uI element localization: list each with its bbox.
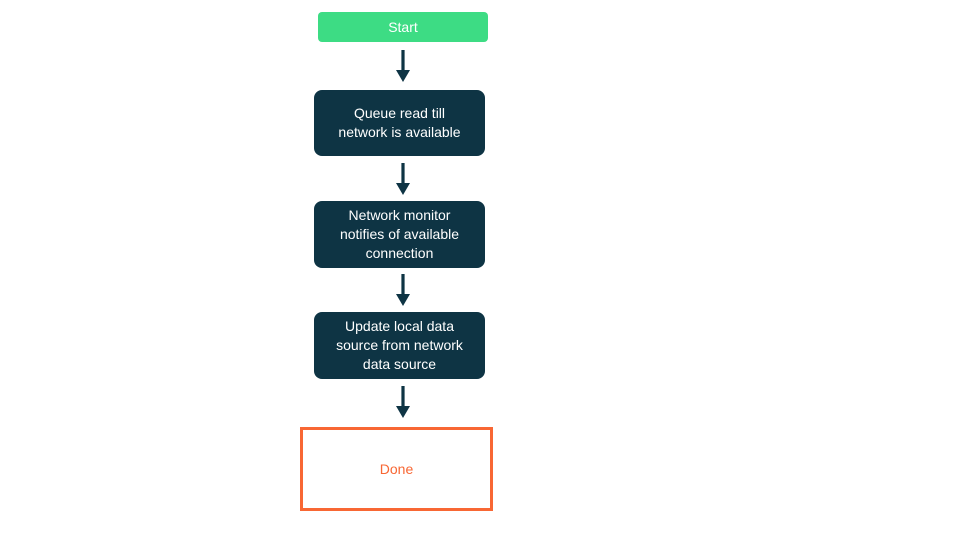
- flowchart-node-update-local: Update local data source from network da…: [314, 312, 485, 379]
- down-arrow-icon: [396, 274, 410, 306]
- flowchart-node-done: Done: [300, 427, 493, 511]
- flowchart-node-start: Start: [318, 12, 488, 42]
- node-update-local-label: Update local data source from network da…: [336, 318, 463, 372]
- node-network-monitor-label: Network monitor notifies of available co…: [339, 207, 460, 261]
- down-arrow-icon: [396, 50, 410, 82]
- node-start-label: Start: [388, 19, 418, 35]
- flowchart-node-queue-read: Queue read till network is available: [314, 90, 485, 156]
- down-arrow-icon: [396, 386, 410, 418]
- node-queue-read-label: Queue read till network is available: [338, 105, 461, 140]
- node-done-label: Done: [379, 461, 414, 477]
- flowchart-node-network-monitor: Network monitor notifies of available co…: [314, 201, 485, 268]
- down-arrow-icon: [396, 163, 410, 195]
